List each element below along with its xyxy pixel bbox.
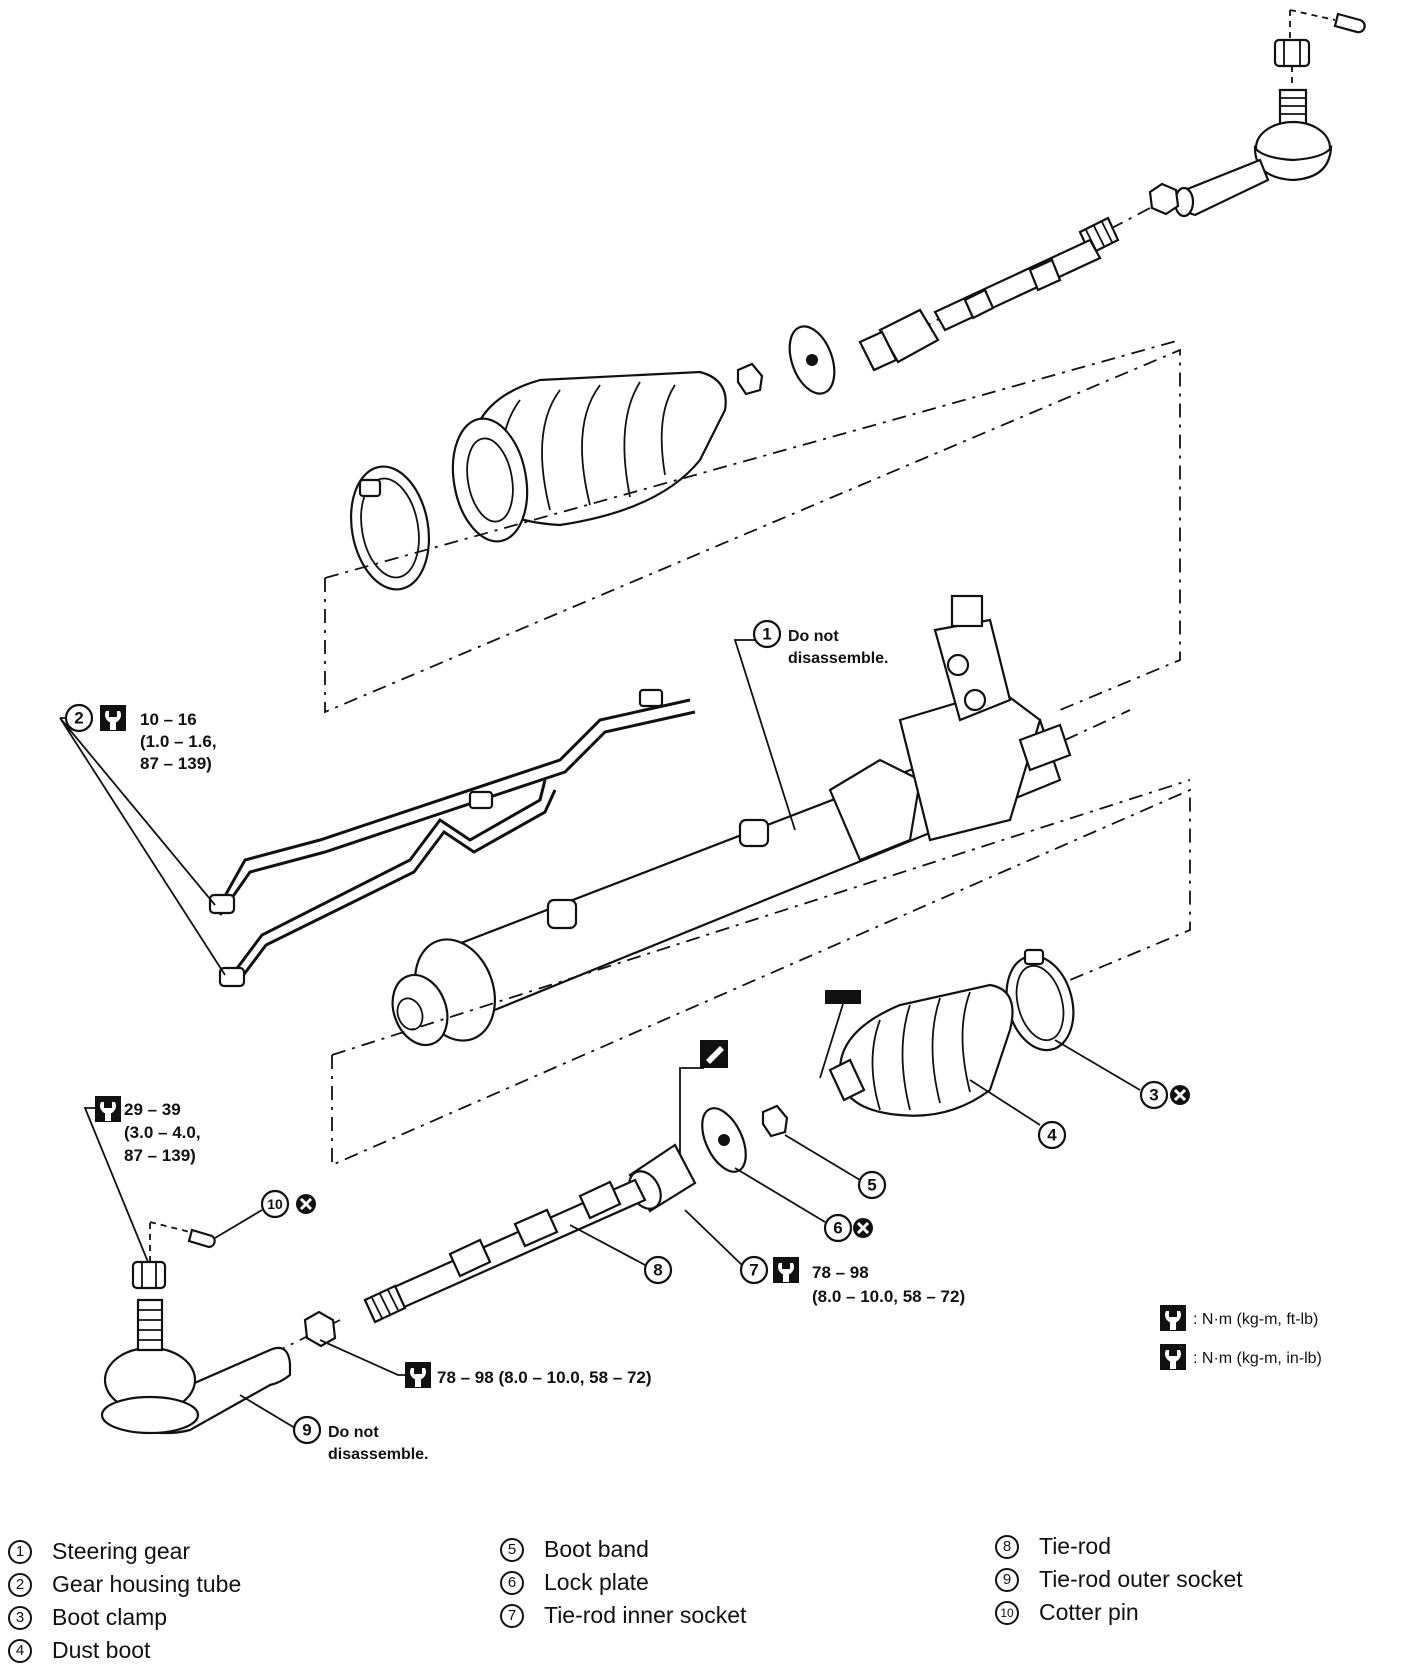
svg-text:87 – 139): 87 – 139) <box>140 754 212 773</box>
grease-icon <box>825 990 861 1004</box>
callout-tie-rod-outer-socket: 9 Do not disassemble. <box>239 1394 429 1463</box>
steering-gear-housing <box>391 594 1131 1047</box>
torque-wrench-icon <box>95 1096 121 1122</box>
svg-text:78 – 98 (8.0 – 10.0, 58 – 72): 78 – 98 (8.0 – 10.0, 58 – 72) <box>437 1368 652 1387</box>
torque-wrench-icon <box>405 1362 431 1388</box>
svg-text:Do not: Do not <box>788 628 839 645</box>
gear-housing-tubes <box>208 688 696 988</box>
svg-text:10 – 16: 10 – 16 <box>140 710 197 729</box>
svg-text:: N·m (kg-m, ft-lb): : N·m (kg-m, ft-lb) <box>1193 1311 1318 1328</box>
torque-wrench-icon <box>1160 1305 1186 1331</box>
svg-text:3: 3 <box>1149 1086 1158 1105</box>
svg-text:: N·m (kg-m, in-lb): : N·m (kg-m, in-lb) <box>1193 1350 1322 1367</box>
callout-tie-rod-inner-socket: 7 78 – 98 (8.0 – 10.0, 58 – 72) <box>684 1209 965 1306</box>
callout-cotter-pin: 10 <box>214 1189 318 1239</box>
callout-lock-plate: 6 <box>734 1167 875 1243</box>
svg-text:Do not: Do not <box>328 1424 379 1441</box>
replace-part-x-icon <box>851 1216 875 1240</box>
callout-tie-rod: 8 <box>569 1224 673 1285</box>
torque-wrench-icon <box>1160 1344 1186 1370</box>
torque-wrench-icon <box>773 1257 799 1283</box>
svg-text:5: 5 <box>867 1176 876 1195</box>
svg-text:78 – 98: 78 – 98 <box>812 1263 869 1282</box>
replace-part-x-icon <box>294 1192 318 1216</box>
upper-alignment-line <box>324 348 1181 714</box>
callout-outer-nut-torque: 29 – 39 (3.0 – 4.0, 87 – 139) <box>83 1096 201 1263</box>
torque-units-key: : N·m (kg-m, ft-lb) : N·m (kg-m, in-lb) <box>1160 1305 1322 1370</box>
svg-text:disassemble.: disassemble. <box>328 1446 429 1463</box>
callout-gear-housing-tube: 2 10 – 16 (1.0 – 1.6, 87 – 139) <box>59 703 226 976</box>
svg-text:2: 2 <box>74 709 83 728</box>
callout-boot-band: 5 <box>784 1134 887 1200</box>
svg-text:(1.0 – 1.6,: (1.0 – 1.6, <box>140 732 217 751</box>
svg-text:(3.0 – 4.0,: (3.0 – 4.0, <box>124 1123 201 1142</box>
callout-boot-clamp: 3 <box>1054 1039 1192 1110</box>
svg-text:10: 10 <box>267 1196 283 1212</box>
svg-text:8: 8 <box>653 1261 662 1280</box>
torque-wrench-icon <box>100 705 126 731</box>
callout-steering-gear: 1 Do not disassemble. <box>733 619 889 831</box>
svg-text:9: 9 <box>302 1421 311 1440</box>
svg-text:29 – 39: 29 – 39 <box>124 1100 181 1119</box>
svg-text:7: 7 <box>749 1261 758 1280</box>
callout-lock-nut-torque: 78 – 98 (8.0 – 10.0, 58 – 72) <box>319 1339 652 1388</box>
svg-text:(8.0 – 10.0, 58 – 72): (8.0 – 10.0, 58 – 72) <box>812 1287 965 1306</box>
svg-text:4: 4 <box>1047 1126 1057 1145</box>
replace-part-x-icon <box>1168 1083 1192 1107</box>
svg-text:87 – 139): 87 – 139) <box>124 1146 196 1165</box>
svg-text:6: 6 <box>833 1219 842 1238</box>
upper-tie-rod-assembly <box>349 9 1366 591</box>
lower-alignment-line <box>331 788 1191 1167</box>
svg-text:1: 1 <box>762 625 771 644</box>
svg-text:disassemble.: disassemble. <box>788 650 889 667</box>
callout-dust-boot: 4 <box>969 1079 1067 1150</box>
lower-tie-rod-assembly <box>100 948 1075 1435</box>
